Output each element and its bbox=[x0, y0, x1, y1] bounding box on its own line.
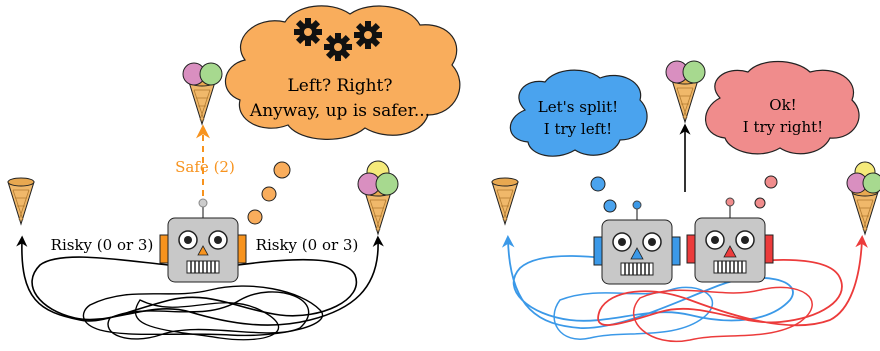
risky-right-label: Risky (0 or 3) bbox=[256, 236, 359, 254]
red-thought-text-line2: I try right! bbox=[743, 118, 823, 136]
risky-tangle bbox=[82, 285, 324, 337]
thought-cloud-orange: Left? Right? Anyway, up is safer... bbox=[224, 5, 461, 140]
risky-left-label: Risky (0 or 3) bbox=[51, 236, 154, 254]
robot-blue bbox=[593, 200, 681, 285]
safe-label: Safe (2) bbox=[175, 158, 235, 176]
ice-cream-three-scoops-icon bbox=[357, 160, 399, 235]
red-thought-text-line1: Ok! bbox=[769, 96, 796, 114]
robot-red bbox=[686, 197, 774, 283]
blue-thought-text-line1: Let's split! bbox=[538, 98, 618, 116]
red-robot-path bbox=[597, 234, 868, 327]
ice-cream-two-scoops-icon bbox=[182, 62, 223, 125]
thought-text-line2: Anyway, up is safer... bbox=[249, 101, 430, 121]
blue-thought-text-line2: I try left! bbox=[544, 120, 612, 138]
thought-bubble bbox=[764, 175, 778, 189]
right-panel: Let's split! I try left! Ok! I try right… bbox=[491, 60, 880, 343]
thought-bubble bbox=[603, 199, 617, 213]
thought-bubble bbox=[261, 186, 277, 202]
gear-icon bbox=[324, 33, 352, 61]
red-tangle bbox=[633, 286, 813, 343]
thought-text-line1: Left? Right? bbox=[287, 76, 392, 96]
risky-tangle bbox=[107, 291, 310, 340]
gear-icon bbox=[354, 21, 382, 49]
gear-icon bbox=[294, 18, 322, 46]
ice-cream-three-scoops-icon bbox=[846, 161, 880, 235]
ice-cream-cone-empty-icon bbox=[7, 177, 35, 225]
thought-bubble bbox=[273, 161, 291, 179]
left-panel: Left? Right? Anyway, up is safer... Safe… bbox=[7, 5, 461, 341]
thought-bubble bbox=[247, 209, 263, 225]
ice-cream-cone-empty-icon bbox=[491, 177, 519, 225]
robot-orange bbox=[159, 198, 247, 283]
thought-bubble bbox=[590, 176, 606, 192]
blue-tangle bbox=[553, 286, 714, 340]
ice-cream-two-scoops-icon bbox=[665, 60, 706, 123]
risky-tangle bbox=[134, 299, 280, 341]
thought-cloud-blue: Let's split! I try left! bbox=[509, 69, 648, 157]
thought-bubble bbox=[754, 197, 766, 209]
thought-cloud-red: Ok! I try right! bbox=[705, 61, 860, 155]
